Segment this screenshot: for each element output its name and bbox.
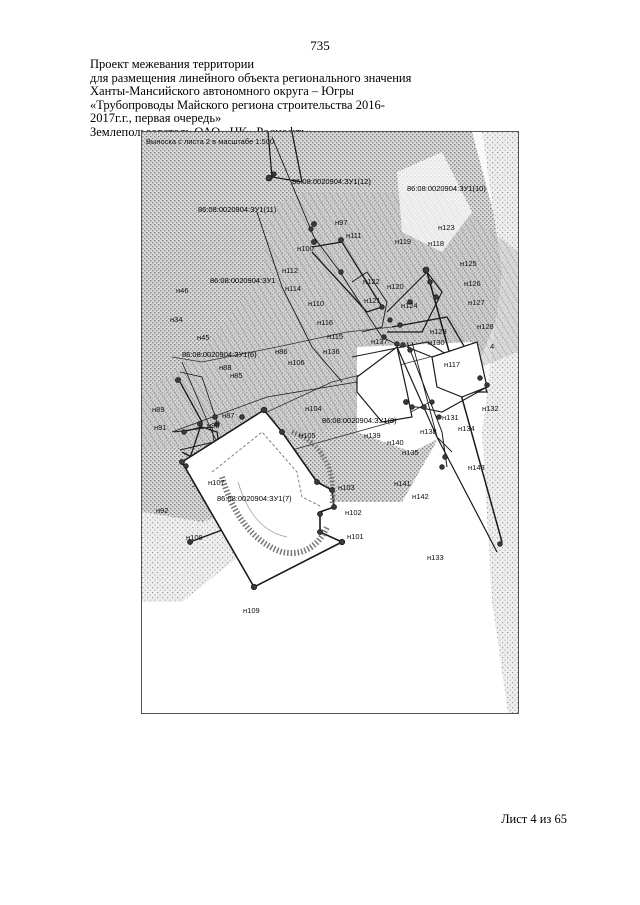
- point-label: н119: [395, 237, 411, 246]
- point-label: н137: [371, 337, 388, 346]
- parcel-zu1-8: [356, 341, 488, 423]
- point-label: н86: [275, 347, 287, 356]
- point-label: н140: [387, 438, 404, 447]
- point-label: н115: [327, 332, 343, 341]
- point-label: н139: [364, 431, 381, 440]
- point-label: 4: [490, 342, 494, 351]
- point-label: н132: [482, 404, 499, 413]
- point-label: н122: [363, 277, 380, 286]
- title-line: Ханты-Мансийского автономного округа – Ю…: [90, 84, 354, 99]
- point-label: н108: [186, 533, 203, 542]
- point-label: н142: [412, 492, 429, 501]
- survey-map: Выноска с листа 2 в масштабе 1:500 86:08…: [141, 131, 519, 714]
- point-label: н114: [285, 284, 301, 293]
- point-label: н110: [308, 299, 324, 308]
- point-label: н90: [207, 421, 219, 430]
- vertex-points: [175, 171, 503, 591]
- point-label: н103: [338, 483, 355, 492]
- point-label: н102: [345, 508, 362, 517]
- point-label: н89: [152, 405, 164, 414]
- point-label: н118: [428, 239, 444, 248]
- title-line: «Трубопроводы Майского региона строитель…: [90, 97, 385, 112]
- point-label: н112: [282, 266, 298, 275]
- parcel-label: 86:08:0020904:ЗУ1(8): [322, 416, 397, 425]
- point-label: н116: [317, 318, 333, 327]
- point-label: н104: [305, 404, 322, 413]
- point-label: н128: [477, 322, 494, 331]
- title-block: Проект межевания территории для размещен…: [90, 57, 550, 140]
- point-label: н138: [420, 427, 437, 436]
- point-label: н109: [243, 606, 260, 615]
- point-label: н34: [170, 315, 182, 324]
- point-label: н133: [427, 553, 444, 562]
- point-label: н127: [468, 298, 485, 307]
- point-label: н85: [230, 371, 242, 380]
- point-label: н91: [154, 423, 166, 432]
- title-line: 2017г.г., первая очередь»: [90, 111, 222, 126]
- parcel-label: 86:08:0020904:ЗУ1(11): [198, 205, 277, 214]
- point-label: н117: [444, 360, 460, 369]
- parcel-label: 86:08:0020904:ЗУ1: [210, 276, 276, 285]
- point-label: н129: [430, 327, 447, 336]
- point-label: н45: [197, 333, 209, 342]
- point-label: н123: [438, 223, 455, 232]
- map-svg: Выноска с листа 2 в масштабе 1:500 86:08…: [142, 132, 518, 713]
- point-label: н121: [364, 296, 381, 305]
- point-label: н135: [402, 448, 419, 457]
- page-number: 735: [310, 38, 330, 53]
- parcel-label: 86:08:0020904:ЗУ1(10): [407, 184, 486, 193]
- parcel-label: 86:08:0020904:ЗУ1(7): [217, 494, 292, 503]
- sheet-number: Лист 4 из 65: [501, 812, 567, 826]
- parcel-label: 86:08:0020904:ЗУ1(6): [182, 350, 257, 359]
- point-label: н134: [458, 424, 475, 433]
- title-line: Проект межевания территории: [90, 57, 255, 71]
- point-label: н143: [468, 463, 485, 472]
- point-label: н105: [299, 431, 316, 440]
- point-label: н46: [176, 286, 188, 295]
- point-label: н100: [297, 244, 314, 253]
- point-label: н125: [460, 259, 477, 268]
- point-label: н130: [428, 338, 445, 347]
- point-label: н141: [394, 479, 411, 488]
- title-line: для размещения линейного объекта региона…: [90, 70, 412, 85]
- point-label: н107: [208, 478, 225, 487]
- point-label: н120: [387, 282, 404, 291]
- inset-caption: Выноска с листа 2 в масштабе 1:500: [146, 137, 274, 146]
- point-label: н97: [335, 218, 347, 227]
- point-label: н126: [464, 279, 481, 288]
- point-label: н106: [288, 358, 305, 367]
- point-label: н92: [156, 506, 168, 515]
- point-label: н87: [222, 411, 234, 420]
- point-label: н124: [401, 301, 418, 310]
- point-label: н101: [347, 532, 364, 541]
- point-label: н136: [323, 347, 340, 356]
- map-labels: Выноска с листа 2 в масштабе 1:500 86:08…: [146, 137, 499, 615]
- point-label: н111: [346, 231, 362, 240]
- parcel-label: 86:08:0020904:ЗУ1(12): [292, 177, 371, 186]
- point-label: н131: [442, 413, 459, 422]
- point-label: н88: [219, 363, 231, 372]
